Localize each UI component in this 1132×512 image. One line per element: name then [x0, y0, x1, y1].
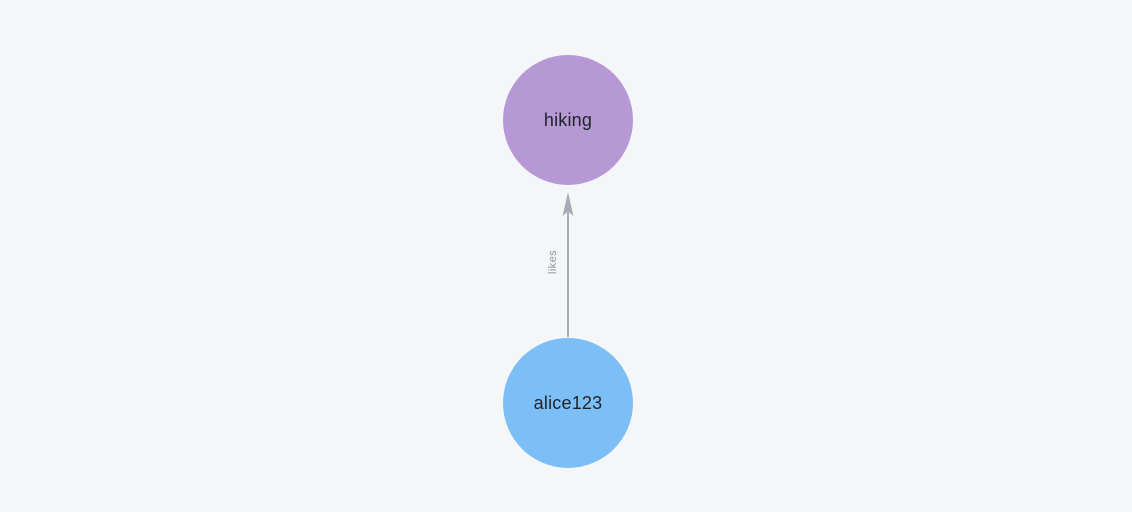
node-alice123[interactable]: alice123	[503, 338, 633, 468]
arrowhead-icon	[562, 192, 574, 216]
edge-likes[interactable]	[540, 186, 596, 342]
node-hiking-label: hiking	[543, 110, 593, 130]
node-alice123-label: alice123	[533, 393, 603, 413]
edge-likes-label[interactable]: likes	[547, 249, 559, 275]
node-hiking[interactable]: hiking	[503, 55, 633, 185]
